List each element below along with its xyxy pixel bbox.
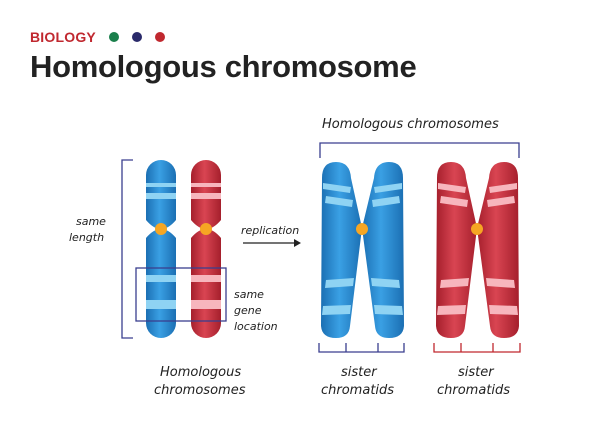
gene-location-label-2: gene (234, 304, 262, 317)
same-length-label-2: length (69, 231, 104, 244)
homologous-left-label-1: Homologous (160, 365, 241, 380)
sister-blue-label-2: chromatids (321, 383, 394, 398)
green-dot (108, 32, 119, 42)
red-dot (154, 32, 165, 42)
centromere-dot (155, 223, 167, 235)
red-chromosome-replicated (436, 162, 519, 338)
page-title: Homologous chromosome (30, 49, 417, 84)
gene-location-label-3: location (234, 320, 278, 333)
same-length-bracket (121, 159, 133, 339)
same-length-label-1: same (76, 215, 106, 228)
gene-location-label-1: same (234, 288, 264, 301)
centromere-dot (471, 223, 483, 235)
blue-chromosome-replicated (321, 162, 404, 338)
sister-red-label-1: sister (458, 365, 495, 380)
homologous-top-label: Homologous chromosomes (322, 117, 499, 132)
sister-blue-label-1: sister (341, 365, 378, 380)
subject-eyebrow: BIOLOGY (30, 29, 165, 45)
replication-label: replication (241, 224, 299, 237)
sister-chromatids-bracket-blue (318, 343, 405, 353)
blue-chromosome-single (146, 160, 176, 338)
red-chromosome-single (191, 160, 221, 338)
subject-label: BIOLOGY (30, 29, 96, 45)
homologous-left-label-2: chromosomes (154, 383, 246, 398)
gene-location-box (135, 267, 227, 322)
centromere-dot (200, 223, 212, 235)
sister-red-label-2: chromatids (437, 383, 510, 398)
navy-dot (131, 32, 142, 42)
centromere-dot (356, 223, 368, 235)
arrow-head-icon (294, 239, 301, 247)
sister-chromatids-bracket-red (433, 343, 521, 353)
homologous-pair-bracket (319, 142, 520, 158)
